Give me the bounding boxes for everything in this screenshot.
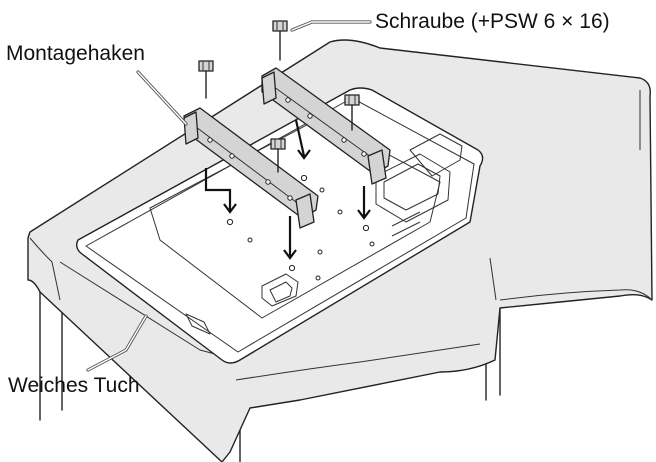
insertion-arrows	[204, 119, 371, 260]
mounting-hook-right	[261, 67, 391, 185]
screw-label: Schraube (+PSW 6 × 16)	[375, 10, 610, 33]
soft-cloth-label: Weiches Tuch	[8, 374, 140, 397]
leader-lines	[86, 20, 372, 372]
mounting-hook-left	[183, 107, 319, 229]
mounting-hook-label: Montagehaken	[6, 42, 145, 65]
screw-icon	[198, 20, 360, 173]
